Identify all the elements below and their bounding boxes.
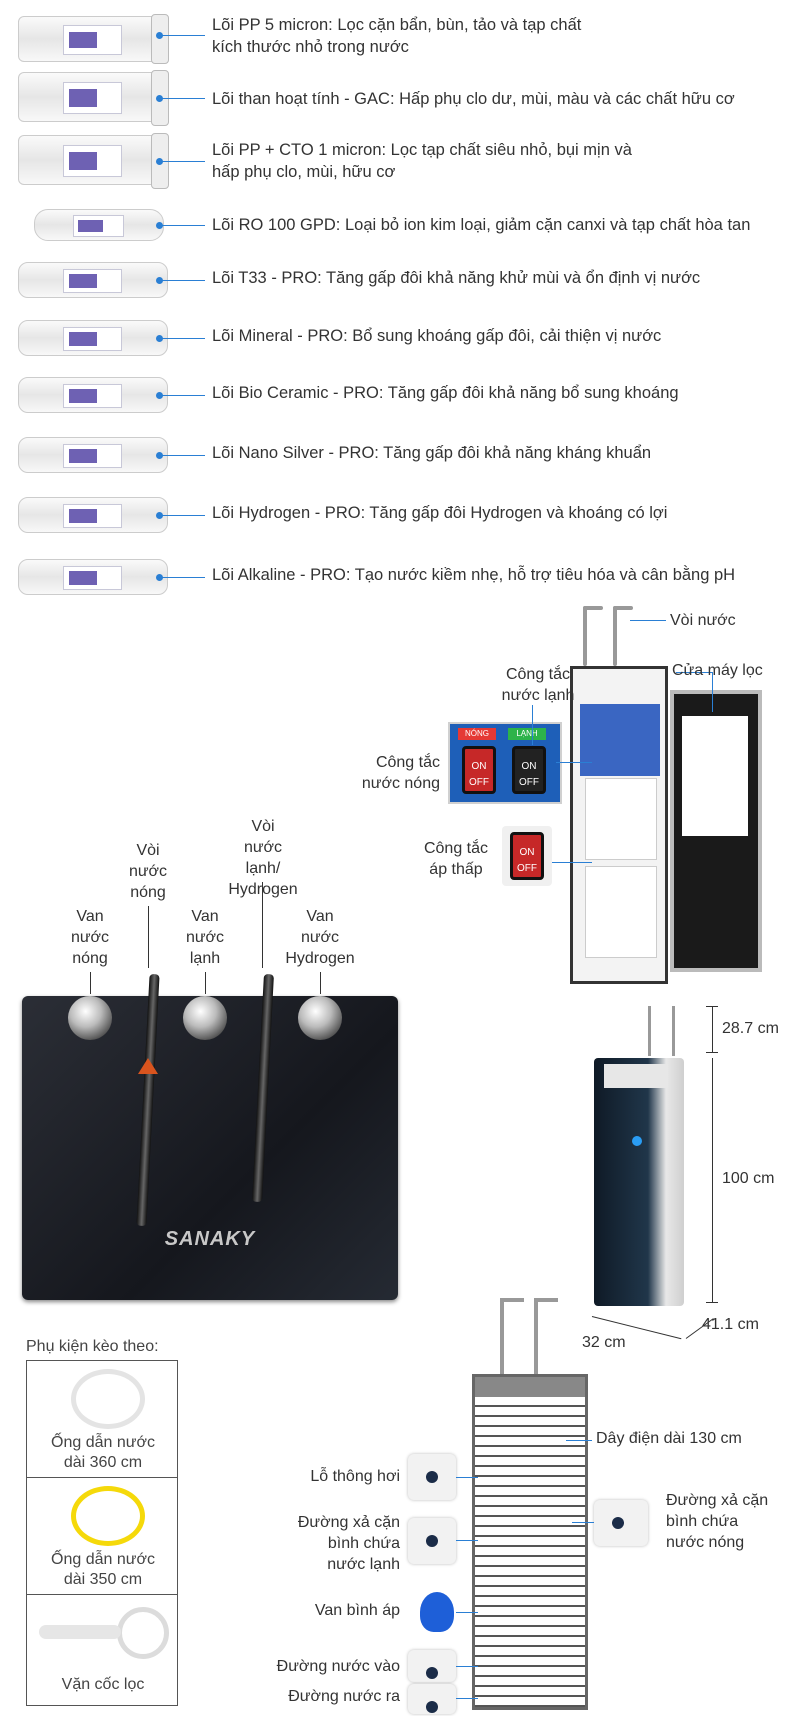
filter-item: Lõi RO 100 GPD: Loại bỏ ion kim loại, gi…	[0, 205, 800, 261]
filter-item: Lõi Bio Ceramic - PRO: Tăng gấp đôi khả …	[0, 375, 800, 431]
label-vent-hole: Lỗ thông hơi	[310, 1468, 400, 1485]
filter-description: Lõi Mineral - PRO: Bổ sung khoáng gấp đô…	[212, 327, 662, 345]
filter-panel-poster	[580, 704, 660, 776]
label-pressure-tank-valve: Van bình áp	[314, 1602, 400, 1619]
filter-item: Lõi Nano Silver - PRO: Tăng gấp đôi khả …	[0, 435, 800, 491]
filter-cartridge-image	[18, 437, 168, 473]
wrench-ring-icon	[117, 1607, 169, 1659]
outlet-thumb	[408, 1684, 456, 1714]
hot-faucet-spout	[136, 973, 160, 1227]
yellow-hose-icon	[71, 1486, 145, 1546]
accessory-item: Vặn cốc lọc	[26, 1594, 178, 1706]
pressure-tank-valve-icon	[420, 1592, 454, 1632]
label-filter-door: Cửa máy lọc	[672, 662, 763, 679]
filter-description: Lõi than hoạt tính - GAC: Hấp phụ clo dư…	[212, 90, 735, 108]
filter-cartridge-image	[34, 209, 164, 241]
filter-cartridge-image	[18, 262, 168, 298]
brand-logo: SANAKY	[164, 1228, 256, 1250]
filter-housings	[585, 778, 657, 860]
label-power-cord: Dây điện dài 130 cm	[596, 1430, 742, 1447]
filter-item: Lõi Alkaline - PRO: Tạo nước kiềm nhẹ, h…	[0, 557, 800, 613]
accessories-title: Phụ kiện kèo theo:	[26, 1338, 159, 1355]
hot-valve-knob[interactable]	[68, 996, 112, 1040]
hydrogen-valve-knob[interactable]	[298, 996, 342, 1040]
hot-drain-thumb	[594, 1500, 648, 1546]
vent-hole-thumb	[408, 1454, 456, 1500]
filter-cartridge-image	[18, 320, 168, 356]
cold-hydrogen-faucet-spout	[252, 973, 274, 1203]
filter-item: Lõi PP + CTO 1 micron: Lọc tạp chất siêu…	[0, 133, 800, 191]
filter-cartridge-image	[18, 559, 168, 595]
filter-cartridge-image	[18, 497, 168, 533]
cold-drain-thumb	[408, 1518, 456, 1564]
wrench-handle-icon	[39, 1625, 121, 1639]
filter-cartridge-image	[18, 377, 168, 413]
filter-item: Lõi Mineral - PRO: Bổ sung khoáng gấp đô…	[0, 318, 800, 374]
machine-back	[472, 1374, 588, 1710]
filter-item: Lõi PP 5 micron: Lọc cặn bẩn, bùn, tảo v…	[0, 12, 800, 68]
filter-item: Lõi T33 - PRO: Tăng gấp đôi khả năng khử…	[0, 260, 800, 316]
dimension-height: 100 cm	[722, 1170, 775, 1187]
filter-item: Lõi than hoạt tính - GAC: Hấp phụ clo dư…	[0, 70, 800, 128]
cold-valve-knob[interactable]	[183, 996, 227, 1040]
control-panel: SANAKY	[22, 973, 398, 1300]
machine-door	[670, 690, 762, 972]
dimension-width: 32 cm	[582, 1334, 626, 1351]
dimension-depth: 41.1 cm	[702, 1316, 759, 1333]
filter-housings-lower	[585, 866, 657, 958]
hose-icon	[71, 1369, 145, 1429]
filter-item: Lõi Hydrogen - PRO: Tăng gấp đôi Hydroge…	[0, 495, 800, 551]
filter-description: Lõi Nano Silver - PRO: Tăng gấp đôi khả …	[212, 444, 652, 462]
filter-description: Lõi PP 5 micron: Lọc cặn bẩn, bùn, tảo v…	[212, 16, 582, 56]
filter-description: Lõi Bio Ceramic - PRO: Tăng gấp đôi khả …	[212, 384, 679, 402]
inlet-thumb	[408, 1650, 456, 1682]
label-faucet: Vòi nước	[670, 612, 736, 629]
filter-description: Lõi RO 100 GPD: Loại bỏ ion kim loại, gi…	[212, 216, 751, 234]
filter-description: Lõi T33 - PRO: Tăng gấp đôi khả năng khử…	[212, 269, 701, 287]
machine-closed	[594, 1058, 684, 1306]
filter-description: Lõi Alkaline - PRO: Tạo nước kiềm nhẹ, h…	[212, 566, 736, 584]
filter-description: Lõi PP + CTO 1 micron: Lọc tạp chất siêu…	[212, 141, 632, 181]
filter-cartridge-image	[18, 133, 169, 189]
filter-cartridge-image	[18, 70, 169, 126]
label-water-outlet: Đường nước ra	[288, 1688, 400, 1705]
filter-description: Lõi Hydrogen - PRO: Tăng gấp đôi Hydroge…	[212, 504, 668, 522]
hot-warning-icon	[138, 1058, 158, 1074]
filter-cartridge-image	[18, 14, 169, 64]
dimension-top: 28.7 cm	[722, 1020, 779, 1037]
label-water-inlet: Đường nước vào	[276, 1658, 400, 1675]
